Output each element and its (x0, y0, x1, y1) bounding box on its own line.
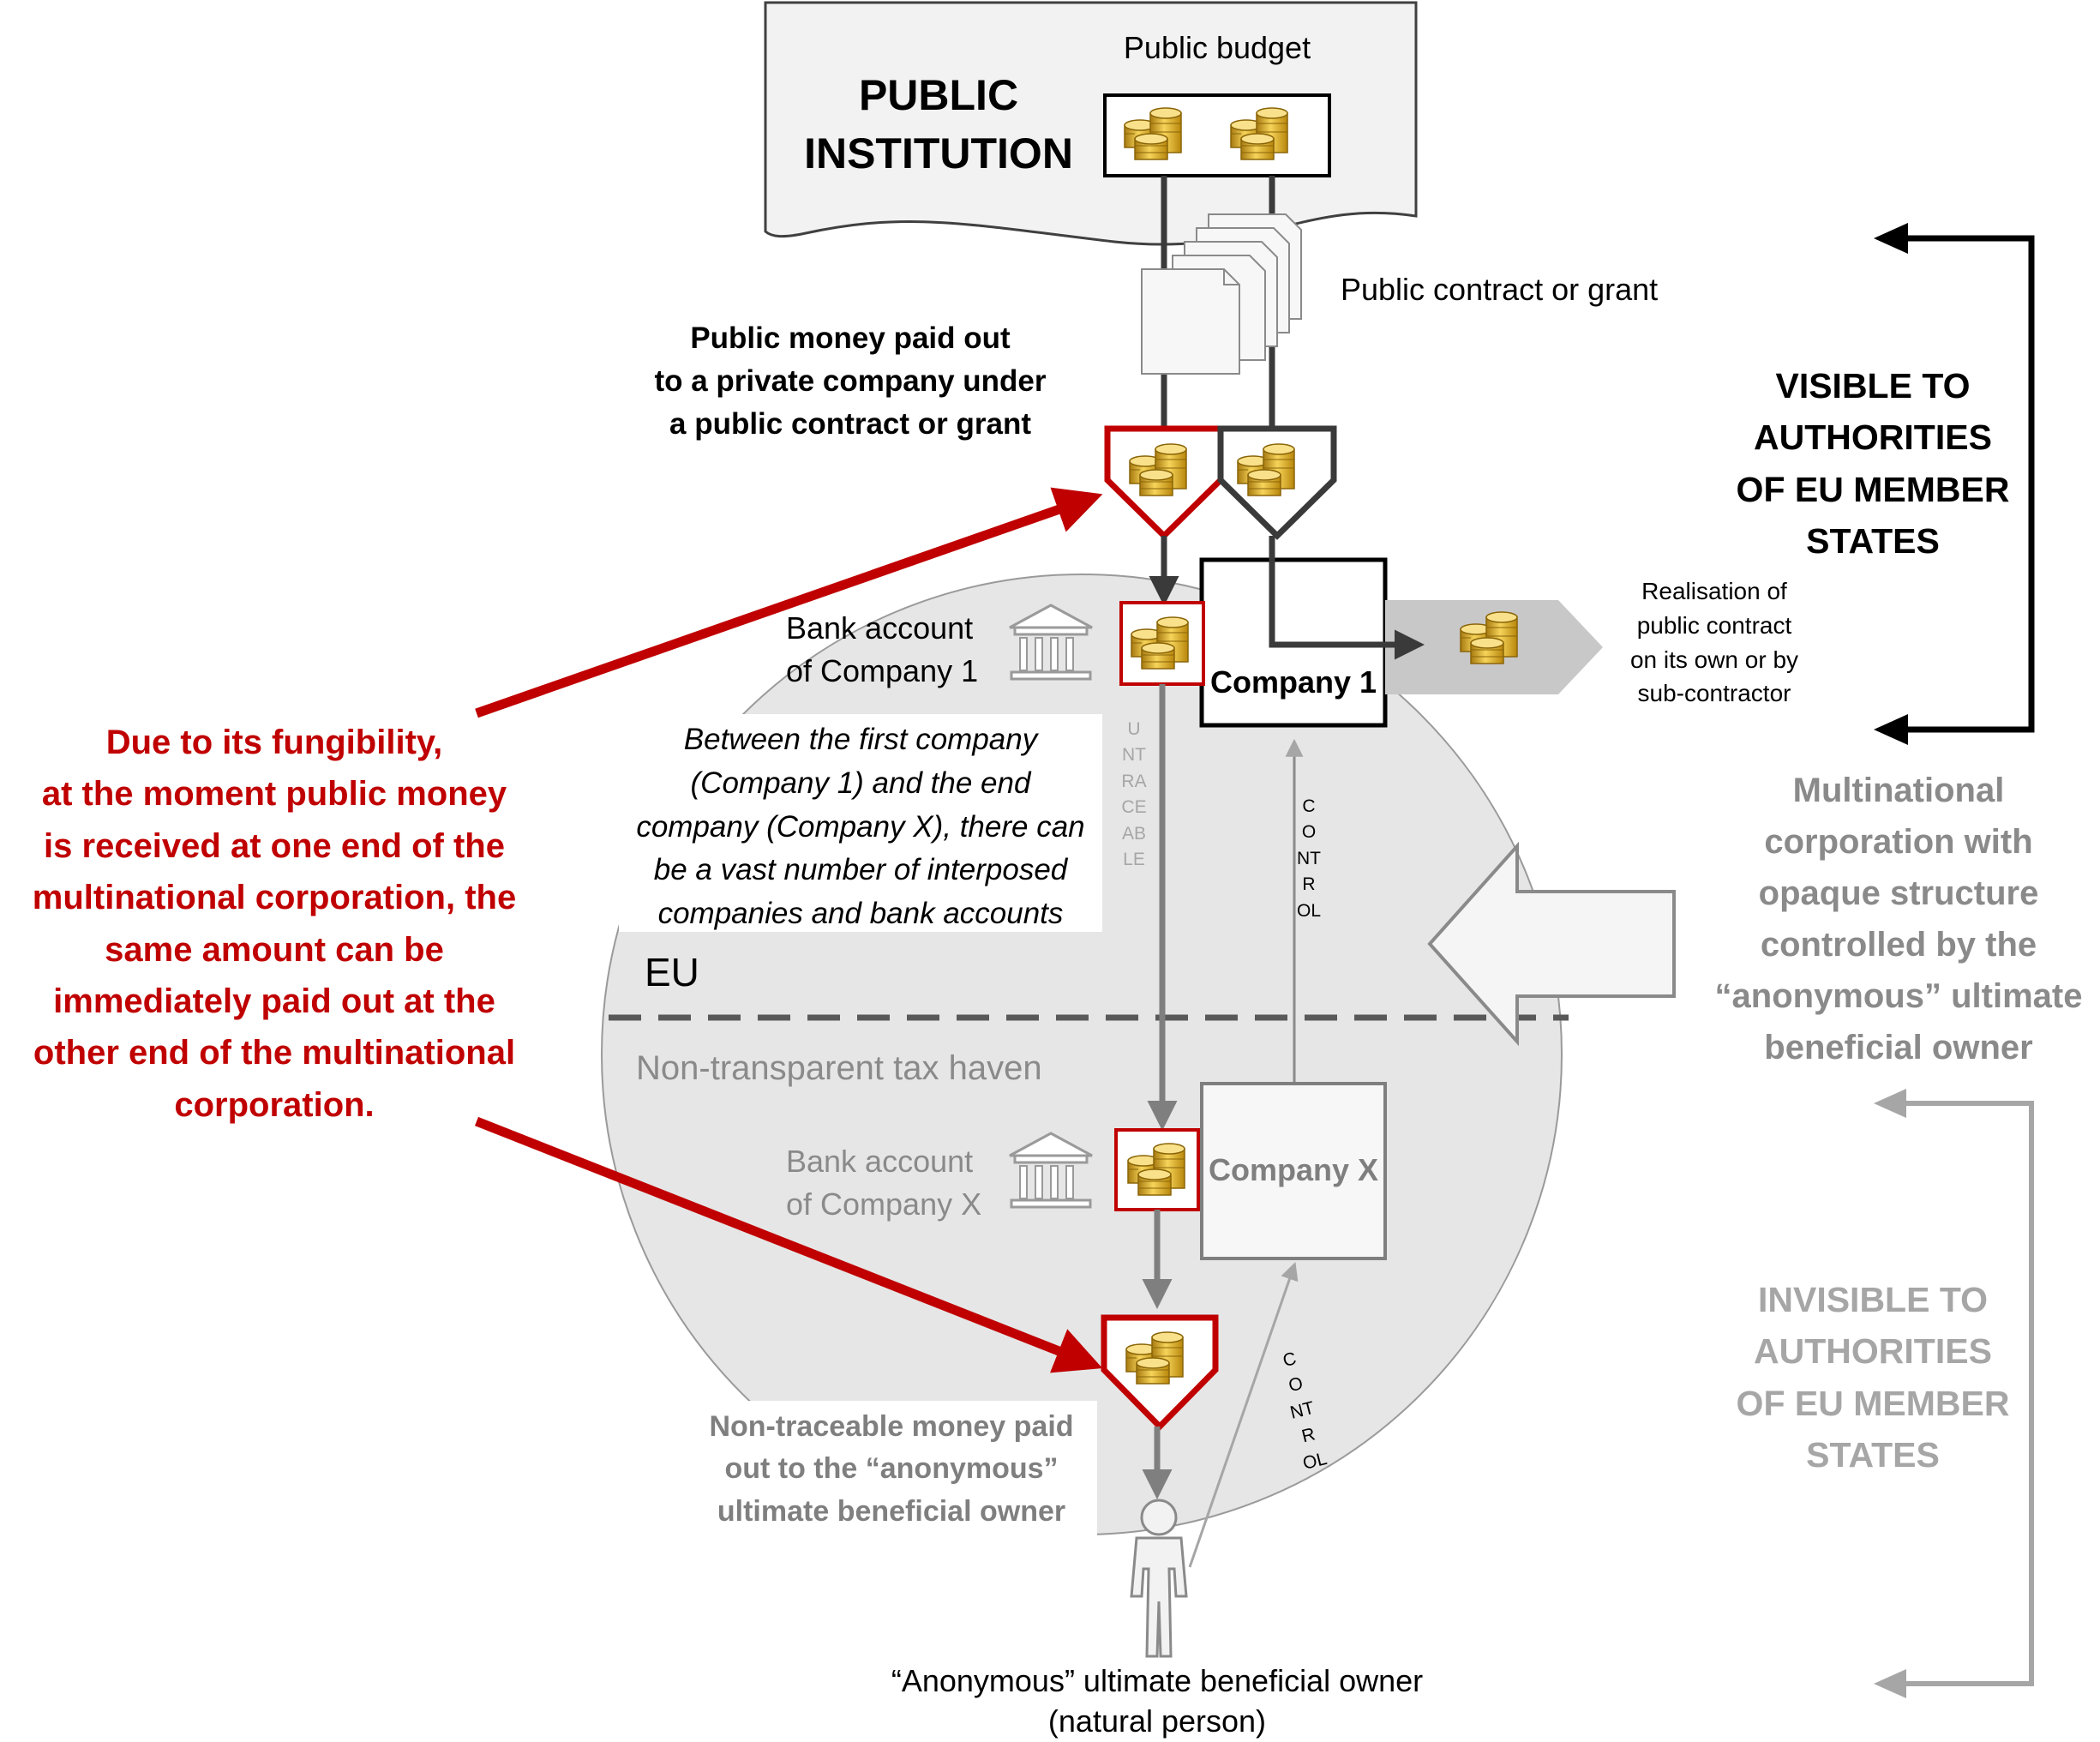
nontraceable-label-bg (686, 1401, 1097, 1538)
visible-bracket-arrow-bottom (1874, 714, 1908, 745)
document-stack-icon (1141, 213, 1302, 375)
payout-label: Public money paid out to a private compa… (634, 317, 1066, 446)
invisible-bracket-arrow-top (1874, 1089, 1906, 1118)
visible-bracket-arrow-top (1874, 223, 1908, 254)
hollow-arrow-left (1427, 841, 1676, 1047)
institution-title-line1: PUBLIC (858, 71, 1019, 119)
public-budget-box (1103, 93, 1331, 177)
untraceable-label: UNTRACEABLE (1121, 719, 1147, 870)
realisation-line3: on its own or by (1629, 646, 1799, 673)
interposed-note-line3: company (Company X), there can (636, 809, 1085, 844)
fungibility-line6: immediately paid out at the (53, 982, 495, 1020)
fungibility-note: Due to its fungibility, at the moment pu… (0, 717, 549, 1131)
bankx-label-line2: of Company X (786, 1186, 982, 1222)
visible-line4: STATES (1806, 520, 1940, 561)
nontraceable-line1: Non-traceable money paid (709, 1410, 1074, 1443)
multinational-line5: “anonymous” ultimate (1714, 977, 2083, 1015)
fungibility-line7: other end of the multinational (33, 1034, 516, 1072)
invisible-line2: AUTHORITIES (1754, 1331, 1992, 1372)
control-upper-label: CONTROL (1296, 796, 1321, 921)
company1-label: Company 1 (1209, 664, 1377, 700)
invisible-line4: STATES (1806, 1434, 1940, 1475)
nontraceable-line3: ultimate beneficial owner (717, 1494, 1066, 1528)
fungibility-line3: is received at one end of the (44, 826, 505, 865)
visible-line2: AUTHORITIES (1754, 417, 1992, 458)
interposed-note-bg (619, 714, 1102, 932)
multinational-line1: Multinational (1792, 772, 2005, 809)
institution-title: PUBLIC INSTITUTION (776, 67, 1101, 183)
companyx-label: Company X (1208, 1152, 1379, 1187)
interposed-note-line5: companies and bank accounts (657, 897, 1064, 930)
eu-zone-label: EU (645, 950, 699, 994)
control-line-lower (1188, 1262, 1299, 1568)
visible-bracket (1894, 235, 2035, 733)
haven-zone-label: Non-transparent tax haven (636, 1049, 1042, 1087)
visible-line1: VISIBLE TO (1775, 366, 1971, 405)
multinational-line6: beneficial owner (1764, 1029, 2033, 1066)
realisation-line4: sub-contractor (1637, 680, 1791, 707)
bankx-label: Bank account of Company X (786, 1140, 981, 1227)
institution-title-line2: INSTITUTION (804, 129, 1073, 177)
fungibility-line8: corporation. (174, 1085, 375, 1124)
owner-line2: (natural person) (1047, 1703, 1267, 1739)
invisible-label: INVISIBLE TO AUTHORITIES OF EU MEMBER ST… (1714, 1274, 2031, 1481)
bank1-label-line2: of Company 1 (786, 653, 979, 689)
invisible-bracket (1894, 1101, 2034, 1686)
interposed-note-line4: be a vast number of interposed (653, 853, 1068, 887)
bank1-label: Bank account of Company 1 (786, 607, 978, 694)
multinational-line4: controlled by the (1760, 926, 2037, 964)
payout-label-line3: a public contract or grant (669, 407, 1031, 442)
realisation-line1: Realisation of (1641, 578, 1787, 604)
payout-label-line1: Public money paid out (690, 321, 1011, 355)
owner-label: “Anonymous” ultimate beneficial owner (n… (814, 1661, 1500, 1742)
payout-label-bg (634, 314, 1066, 447)
companyx-box (1200, 1082, 1387, 1260)
interposed-note-line1: Between the first company (683, 723, 1038, 756)
public-budget-label: Public budget (1123, 30, 1311, 65)
visible-line3: OF EU MEMBER (1736, 469, 2010, 509)
invisible-line1: INVISIBLE TO (1757, 1280, 1989, 1319)
fungibility-line4: multinational corporation, the (32, 879, 517, 917)
interposed-note-line2: (Company 1) and the end (690, 766, 1031, 800)
multinational-line2: corporation with (1764, 823, 2033, 861)
invisible-bracket-arrow-bottom (1874, 1669, 1906, 1698)
fungibility-line5: same amount can be (105, 930, 444, 969)
payout-label-line2: to a private company under (654, 364, 1047, 399)
nontraceable-label: Non-traceable money paid out to the “ano… (677, 1406, 1106, 1533)
fungibility-line2: at the moment public money (41, 775, 507, 814)
realisation-flow-line (1269, 536, 1425, 660)
fungibility-line1: Due to its fungibility, (105, 724, 443, 761)
red-arrow-lower (474, 1116, 1103, 1373)
bank1-label-line1: Bank account (786, 610, 974, 646)
red-arrow-upper (475, 487, 1103, 718)
visible-label: VISIBLE TO AUTHORITIES OF EU MEMBER STAT… (1714, 360, 2031, 567)
institution-shape (764, 1, 1418, 246)
realisation-line2: public contract (1636, 611, 1792, 639)
invisible-line3: OF EU MEMBER (1736, 1383, 2010, 1423)
realisation-label: Realisation of public contract on its ow… (1603, 574, 1826, 711)
person-icon (1130, 1499, 1188, 1658)
contract-label: Public contract or grant (1341, 272, 1659, 307)
bankx-label-line1: Bank account (786, 1144, 974, 1179)
interposed-note: Between the first company (Company 1) an… (619, 718, 1102, 936)
multinational-line3: opaque structure (1758, 874, 2039, 912)
owner-line1: “Anonymous” ultimate beneficial owner (891, 1663, 1424, 1698)
multinational-label: Multinational corporation with opaque st… (1697, 765, 2100, 1073)
nontraceable-line2: out to the “anonymous” (724, 1452, 1059, 1486)
